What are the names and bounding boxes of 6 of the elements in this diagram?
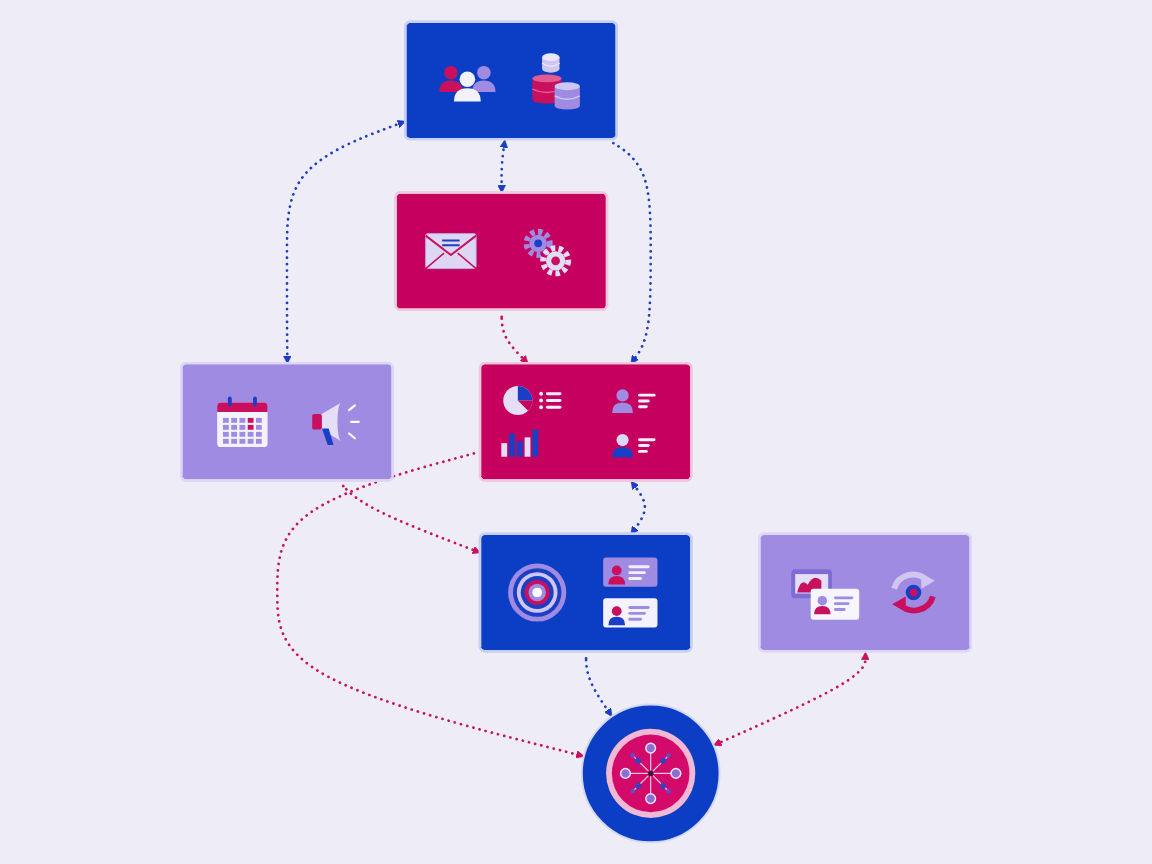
dotted-arrow — [275, 452, 585, 759]
dotted-arrow — [500, 313, 529, 364]
dotted-arrow — [584, 654, 613, 717]
dotted-arrow — [283, 120, 406, 364]
dotted-arrow — [611, 141, 653, 364]
dotted-arrow — [713, 651, 870, 747]
